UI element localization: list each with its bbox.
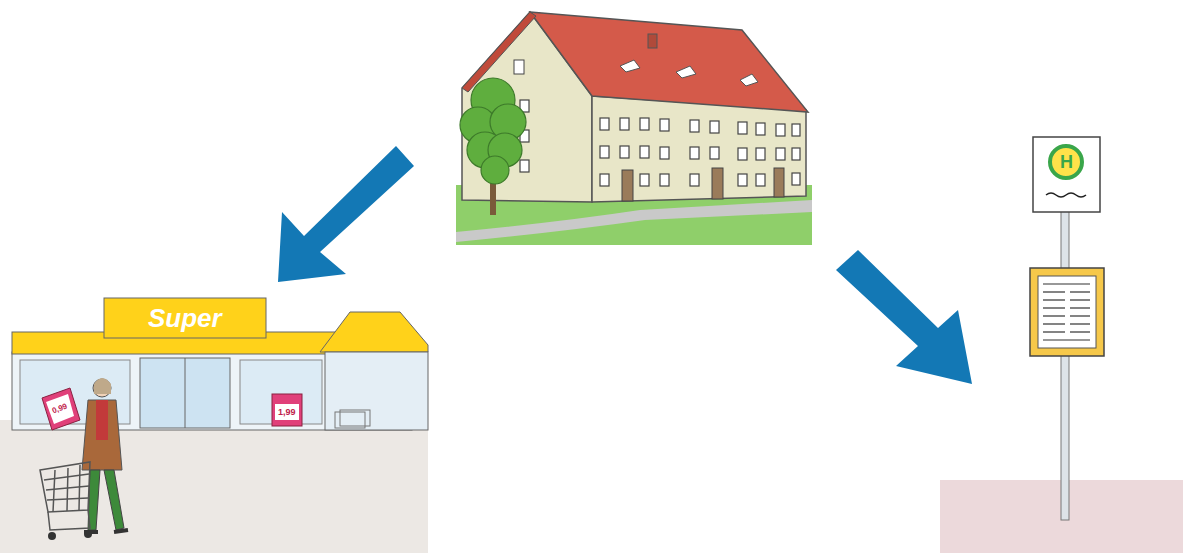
store-sign: Super	[148, 305, 222, 331]
price-tag: 1,99	[278, 408, 296, 417]
apartment-building	[456, 12, 812, 245]
supermarket	[0, 298, 428, 553]
bus-stop	[940, 137, 1183, 553]
bus-stop-sign: H	[1060, 153, 1073, 171]
blue-arrows	[278, 146, 972, 384]
